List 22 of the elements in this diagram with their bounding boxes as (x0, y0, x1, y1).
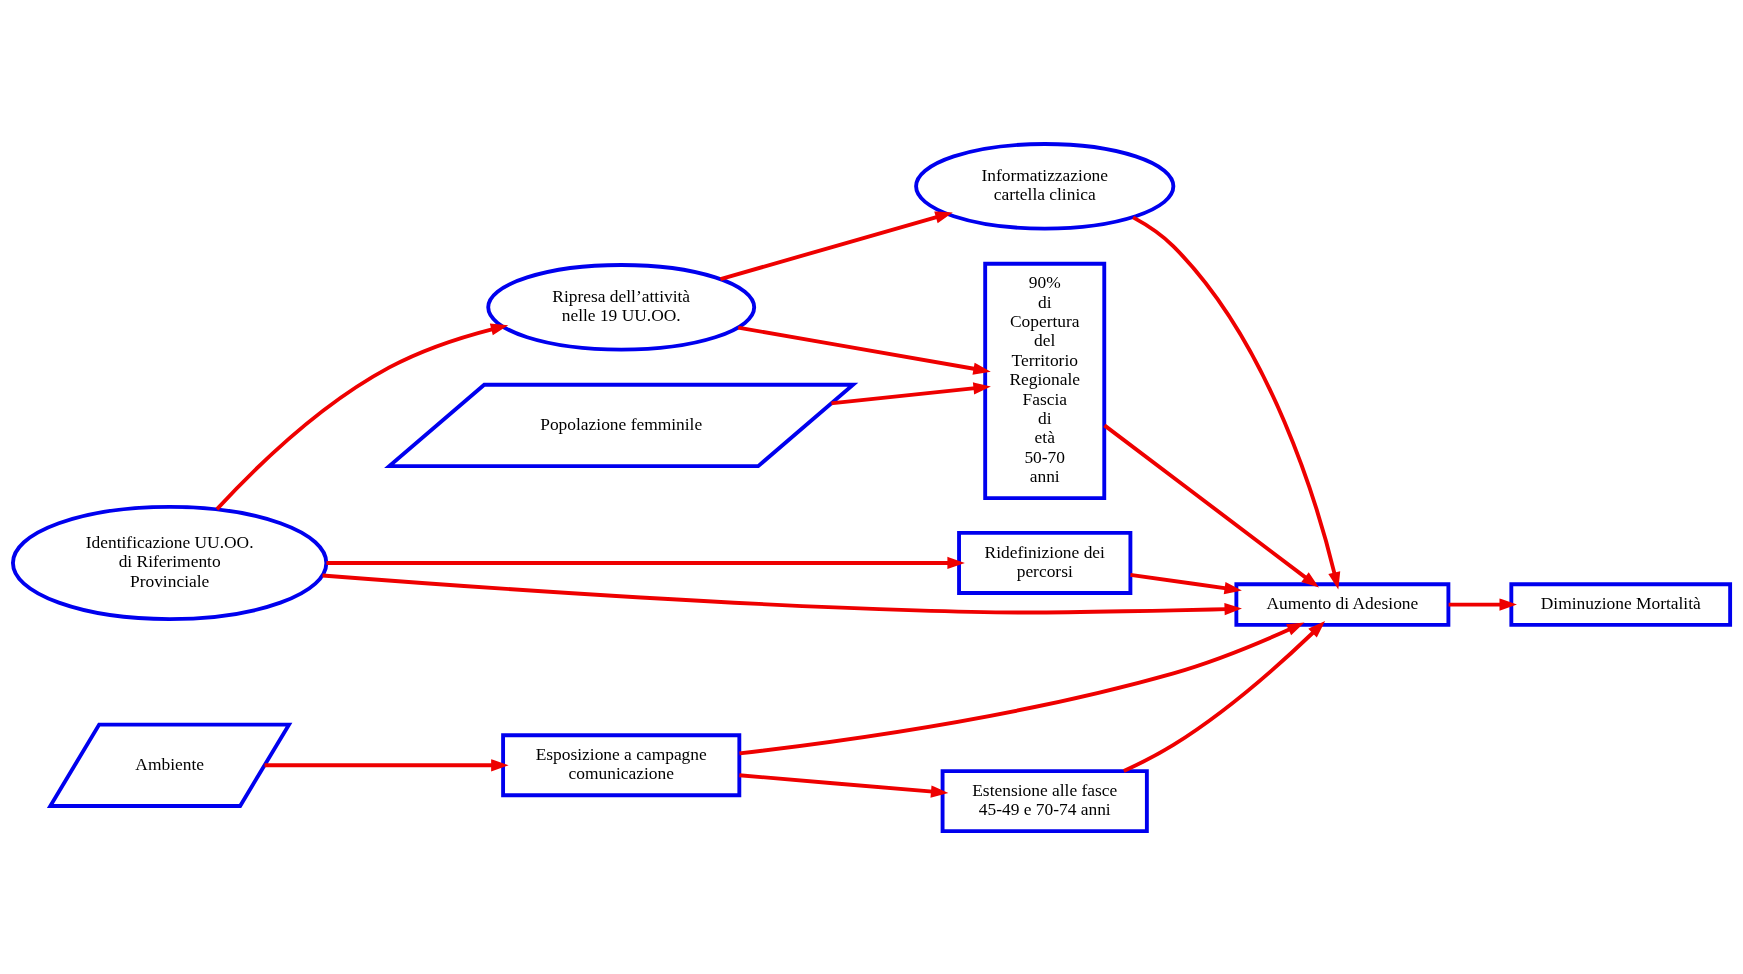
arrow (831, 381, 991, 405)
arrow (719, 210, 953, 281)
arrow (1123, 620, 1326, 773)
node-ellipse: Identificazione UU.OO. di Riferimento Provinciale (11, 504, 329, 621)
arrow (322, 573, 1242, 615)
node-box: Aumento di Adesione (1234, 581, 1451, 627)
node-box: Estensione alle fasce 45-49 e 70-74 anni (940, 768, 1149, 833)
node-box: Esposizione a campagne comunicazione (501, 732, 742, 797)
arrow (264, 758, 509, 771)
arrow (1103, 423, 1319, 588)
node-box: Diminuzione Mortalità (1509, 581, 1733, 627)
arrow (1130, 572, 1242, 594)
arrow (1448, 597, 1517, 611)
arrow (326, 556, 965, 569)
node-ellipse: Informatizzazione cartella clinica (914, 141, 1176, 231)
node-box: Ridefinizione dei percorsi (957, 530, 1133, 595)
arrow (215, 322, 509, 510)
arrow (739, 772, 949, 798)
arrow (1132, 215, 1341, 590)
arrow (739, 622, 1305, 755)
node-box: 90% di Copertura del Territorio Regionale Fascia di età 50-70 anni (983, 261, 1107, 500)
arrow (737, 325, 991, 375)
